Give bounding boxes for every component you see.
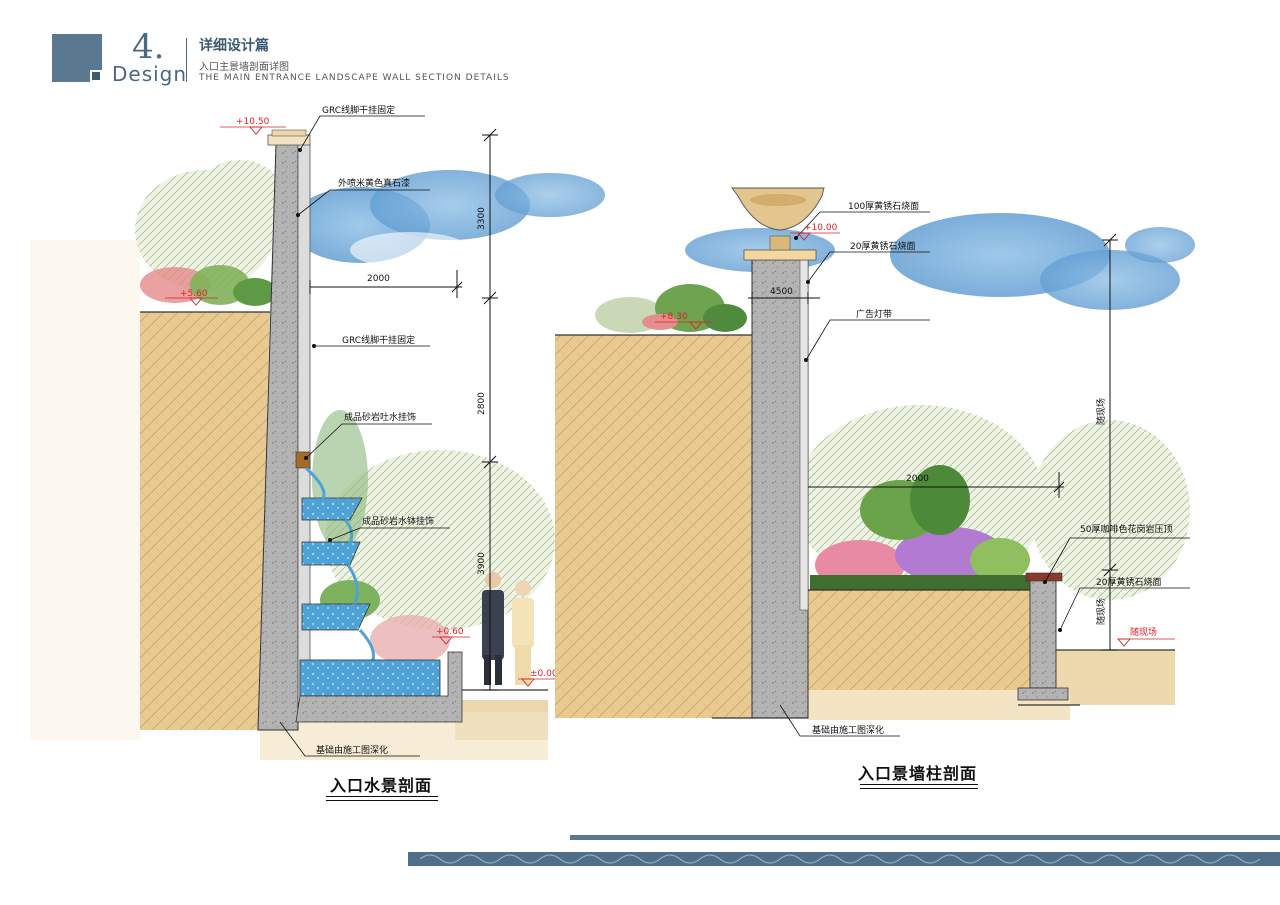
- elev-pool: +0.60: [436, 627, 464, 637]
- caption-left-underline: [326, 796, 438, 797]
- dim-vertical-site: 随现场: [1095, 398, 1107, 425]
- wall-column: [751, 259, 809, 719]
- right-section: 4500 2000 随现场 随现场: [555, 187, 1195, 737]
- people-figures: [482, 572, 534, 685]
- right-elevation-markers: [655, 232, 1175, 647]
- water-bowls: [301, 466, 375, 663]
- right-vertical-dimension: [1102, 233, 1118, 651]
- dim-2800: 2800: [477, 392, 487, 415]
- dim-3900: 3900: [477, 552, 487, 575]
- caption-right-underline-2: [860, 788, 978, 789]
- footer-decoration: [408, 835, 1280, 866]
- header-divider: [186, 38, 187, 82]
- logo-block: [52, 34, 102, 82]
- label-foundation-left: 基础由施工图深化: [316, 744, 388, 756]
- label-foundation-right: 基础由施工图深化: [812, 724, 884, 736]
- label-paint: 外喷米黄色真石漆: [338, 177, 410, 189]
- dim-vertical-site-small: 随现场: [1095, 598, 1107, 625]
- right-soil-mass: [555, 335, 752, 718]
- water-pool: [299, 659, 441, 697]
- label-coping: 50厚咖啡色花岗岩压顶: [1080, 523, 1172, 535]
- label-stone100: 100厚黄锈石烧面: [848, 200, 919, 212]
- label-spout: 成品砂岩吐水挂饰: [344, 411, 416, 423]
- page-subtitle-en: THE MAIN ENTRANCE LANDSCAPE WALL SECTION…: [199, 73, 510, 83]
- page-header: 4. Design 详细设计篇 入口主景墙剖面详图 THE MAIN ENTRA…: [0, 0, 1280, 100]
- page-title: 详细设计篇: [199, 38, 269, 54]
- right-horizontal-dimension: [808, 472, 1065, 498]
- left-vertical-dimension: [482, 128, 498, 691]
- left-soil-mass: [140, 312, 270, 730]
- label-grc-mid: GRC线脚干挂固定: [342, 334, 415, 346]
- left-background-trees: [135, 160, 285, 306]
- elev-site: 随现场: [1130, 626, 1157, 638]
- dim-4500: 4500: [770, 287, 793, 297]
- caption-right: 入口景墙柱剖面: [858, 764, 978, 783]
- caption-left-underline-2: [326, 800, 438, 801]
- dim-2000-left: 2000: [367, 274, 390, 284]
- elev-top-left: +10.50: [236, 117, 270, 127]
- chapter-word: Design: [112, 62, 188, 86]
- spout-ornament: [295, 451, 311, 469]
- label-bowl: 成品砂岩水钵挂饰: [362, 515, 434, 527]
- dim-3300: 3300: [477, 207, 487, 230]
- low-wall: [1029, 579, 1057, 689]
- left-section: 3300 2800 3900 2000 GRC线脚干挂固定 外喷米黄色真石漆 G…: [30, 104, 605, 760]
- elev-ground-high-right: +8.30: [660, 312, 688, 322]
- label-stone20: 20厚黄锈石烧面: [850, 240, 915, 252]
- label-grc-top: GRC线脚干挂固定: [322, 104, 395, 116]
- left-horizontal-dimension: [309, 270, 463, 298]
- chapter-number: 4.: [132, 27, 165, 67]
- caption-left: 入口水景剖面: [330, 776, 433, 795]
- elev-top-right: +10.00: [804, 223, 838, 233]
- dim-2000-right: 2000: [906, 474, 929, 484]
- caption-right-underline: [860, 784, 978, 785]
- label-light-strip: 广告灯带: [856, 308, 892, 320]
- right-background-shrubs: [595, 284, 747, 333]
- elev-ground-low: ±0.00: [530, 669, 558, 679]
- garden-plants: [810, 465, 1030, 590]
- page-subtitle-cn: 入口主景墙剖面详图: [199, 62, 289, 73]
- label-stone20b: 20厚黄锈石烧面: [1096, 576, 1161, 588]
- elev-ground-high-left: +5.60: [180, 289, 208, 299]
- right-top-dimension: [748, 292, 820, 304]
